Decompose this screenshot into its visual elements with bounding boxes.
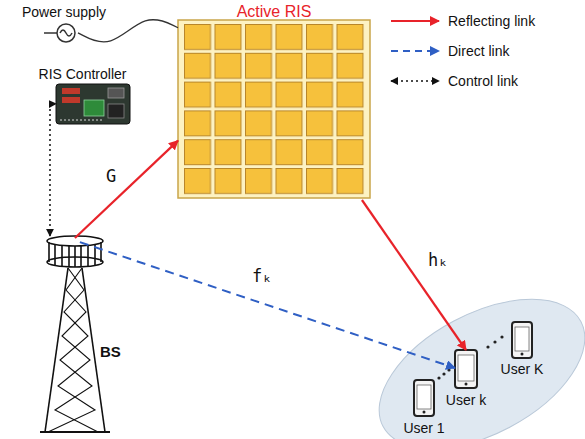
power-symbol [60, 30, 72, 36]
phone-icon [455, 350, 477, 388]
controller-board [62, 88, 80, 94]
ellipsis-dots [437, 335, 503, 379]
user-device: User K [496, 322, 548, 378]
phone-icon [465, 383, 468, 386]
legend-entry: Reflecting link [388, 6, 535, 36]
phone-icon [455, 350, 477, 388]
controller-board [108, 88, 124, 98]
ellipsis-dots [493, 340, 496, 343]
legend-entry: Direct link [388, 36, 535, 66]
active-ris: Active RIS [178, 2, 370, 200]
phone-icon [414, 380, 434, 416]
reflecting-link [75, 141, 178, 238]
legend-label: Reflecting link [448, 13, 535, 29]
ris-panel [178, 20, 370, 198]
link-label: hₖ [428, 250, 448, 270]
ellipsis-dots [437, 376, 440, 379]
phone-icon [512, 322, 532, 358]
node-label: User k [440, 392, 492, 408]
controller-board [62, 97, 80, 103]
direct-link [80, 242, 455, 368]
controller-board [56, 84, 130, 124]
legend-sample [388, 74, 442, 88]
base-station: BS [15, 232, 125, 434]
phone-icon [515, 327, 529, 351]
node-label: User 1 [398, 420, 450, 436]
ellipsis-dots [442, 372, 445, 375]
phone-icon [414, 380, 434, 416]
node-label: BS [100, 344, 121, 360]
phone-icon [521, 353, 524, 356]
bs-tower [45, 268, 68, 432]
controller-board [108, 104, 124, 118]
ellipsis-dots [486, 345, 489, 348]
bs-tower [49, 242, 101, 267]
link-label: fₖ [252, 266, 272, 286]
bs-tower [48, 268, 95, 432]
power-supply: Power supply [8, 2, 120, 48]
legend-line [391, 80, 439, 82]
phone-icon [458, 355, 474, 381]
legend-label: Control link [448, 73, 518, 89]
legend-line [391, 20, 439, 22]
user-device: User 1 [398, 380, 450, 436]
bs-tower [47, 257, 103, 267]
legend-entry: Control link [388, 66, 535, 96]
link-label: G [106, 166, 116, 186]
bs-tower [40, 236, 110, 432]
controller-board [84, 100, 104, 116]
legend-label: Direct link [448, 43, 509, 59]
bs-tower [40, 431, 110, 433]
user-device: User k [440, 350, 492, 410]
power-symbol [57, 24, 75, 42]
power-symbol [44, 32, 57, 34]
node-label: User K [496, 361, 548, 377]
legend-sample [388, 14, 442, 28]
legend-sample [388, 44, 442, 58]
ris-panel [184, 24, 367, 196]
phone-icon [512, 322, 532, 358]
controller-board [60, 120, 104, 121]
legend: Reflecting linkDirect linkControl link [388, 6, 535, 96]
phone-icon [417, 385, 431, 409]
ris-controller: RIS Controller [30, 66, 135, 126]
reflecting-link [362, 200, 466, 350]
ris-panel [178, 20, 370, 198]
node-label: RIS Controller [30, 66, 135, 82]
phone-icon [423, 411, 426, 414]
user-area [355, 268, 585, 439]
node-label: Active RIS [178, 3, 370, 21]
control-link [50, 104, 56, 236]
power-symbol [44, 24, 75, 42]
ellipsis-dots [447, 368, 450, 371]
controller-board [56, 84, 130, 124]
legend-line [391, 50, 439, 52]
node-label: Power supply [8, 4, 120, 20]
ellipsis-dots [500, 335, 503, 338]
power-cable [78, 20, 178, 42]
